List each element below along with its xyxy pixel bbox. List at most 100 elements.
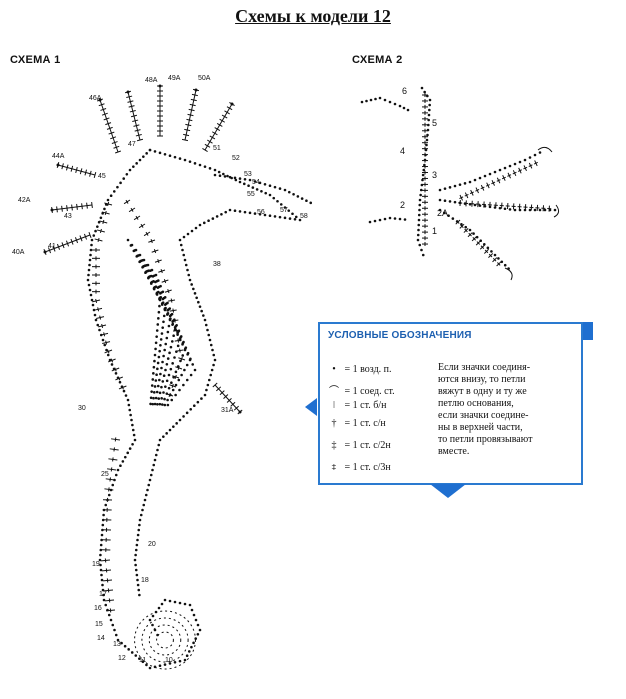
row-number: 3 [432,170,437,180]
stitch-bar [533,161,538,165]
chain-dot [403,218,407,221]
slip-stitch-icon: ⌒ [329,386,339,397]
chain-dot [224,210,228,214]
chain-dot [162,374,166,378]
chain-dot [523,158,527,162]
chain-dot [99,216,103,220]
chain-dot [418,203,422,207]
chain-dot [176,365,180,368]
chain-dot [166,301,169,305]
chain-dot [198,305,202,308]
chain-dot [148,618,152,622]
chain-dot [153,359,156,363]
row-number: 48A [145,77,158,84]
chain-dot [192,613,196,617]
ray-line [184,89,197,141]
chain-dot [94,229,97,233]
chain-dot [105,348,108,352]
chain-dot [513,162,517,166]
chain-dot [493,253,497,257]
chain-dot [158,84,162,88]
chain-dot [159,284,162,288]
chain-dot [190,229,194,233]
chain-dot [253,180,257,183]
chain-dot [138,518,142,522]
chain-dot [170,340,174,343]
starfish-schema [360,86,560,281]
chain-dot [152,391,156,394]
chain-dot [498,168,502,172]
chain-dot [174,393,177,397]
chain-dot [162,314,166,318]
row-number: 54 [252,179,260,186]
seahorse-schema [43,84,313,670]
chain-dot [209,373,213,377]
chain-dot [268,214,272,218]
stitch-bar [110,467,113,472]
chain-dot [90,243,93,247]
chain-dot [160,366,163,370]
row-number: 46A [89,95,102,102]
chain-dot [185,654,189,658]
stitch-bar [99,228,102,234]
chain-dot [188,160,192,163]
chain-dot [133,558,137,562]
chain-dot [151,468,154,472]
row-number: 1 [432,226,437,236]
chain-dot [159,296,163,299]
chain-dot [421,178,424,182]
row-number: 11 [139,657,146,664]
chain-dot [161,326,165,329]
chain-dot [163,403,167,407]
chain-dot [148,478,152,482]
chain-dot [205,388,208,392]
chain-dot [141,660,145,664]
legend-item-dtr: ⧧ = 1 ст. с/3н [326,462,390,473]
chain-dot [138,523,141,527]
chain-dot [177,329,181,333]
chain-dot [157,317,160,320]
chain-dot [184,346,188,349]
chain-dot [212,353,216,357]
chain-dot [132,165,135,168]
stitch-bar [130,207,134,212]
chain-dot [447,214,450,218]
chain-dot [276,199,279,203]
chain-dot [183,158,187,162]
chain-dot [152,365,156,369]
chain-dot [182,235,186,239]
chain-dot [172,425,175,428]
chain-dot [175,422,178,425]
chain-dot [243,177,247,181]
row-number: 25 [101,471,109,478]
chain-dot [150,390,153,393]
chain-dot [56,163,60,167]
legend-item-slip: ⌒ = 1 соед. ст. [326,382,395,397]
stitch-bar [107,349,110,354]
chain-dot [116,185,119,189]
stitch-bar [468,232,472,237]
chain-dot [278,215,282,219]
chain-dot [365,99,368,103]
chain-dot [173,328,177,331]
stitch-bar [102,219,105,225]
chain-dot [168,351,171,355]
chain-dot [148,148,152,152]
chain-dot [203,393,207,397]
chain-dot [161,290,165,294]
stitch-bar [488,253,493,258]
chain-dot [164,368,167,372]
chain-dot [134,563,137,567]
chain-dot [152,463,156,467]
chain-dot [120,641,123,645]
chain-dot [98,98,102,102]
chain-dot [182,415,185,418]
stitch-bar [497,262,501,266]
chain-dot [110,363,114,366]
chain-dot [145,663,148,667]
tail-spiral [156,631,174,649]
chain-dot [283,188,287,192]
chain-dot [207,333,211,337]
chain-dot [103,207,106,211]
